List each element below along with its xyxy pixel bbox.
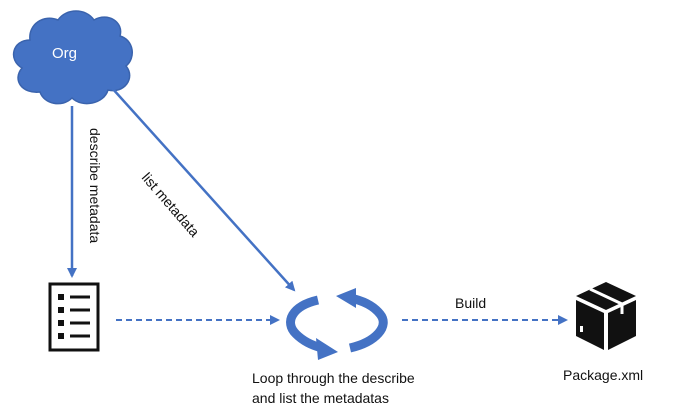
- loop-caption-line2: and list the metadatas: [252, 390, 389, 406]
- package-box-icon: [576, 282, 636, 350]
- describe-metadata-label: describe metadata: [87, 128, 103, 244]
- loop-caption-line1: Loop through the describe: [252, 370, 415, 386]
- loop-caption: Loop through the describe and list the m…: [252, 368, 415, 408]
- refresh-cycle-icon: [286, 288, 388, 360]
- list-metadata-arrow: [111, 87, 296, 292]
- org-label: Org: [52, 45, 78, 62]
- build-label: Build: [455, 295, 487, 311]
- checklist-icon: [48, 282, 100, 352]
- package-label: Package.xml: [563, 367, 644, 383]
- cloud-icon: [12, 10, 133, 105]
